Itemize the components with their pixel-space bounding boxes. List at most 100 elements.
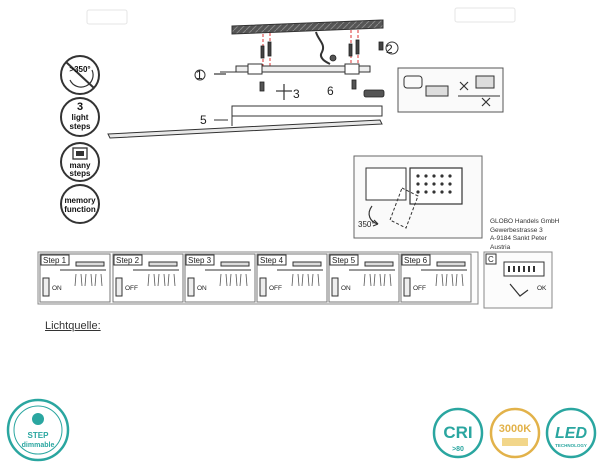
light-ray [219, 273, 222, 287]
light-ray [84, 273, 87, 287]
light-ray [379, 273, 382, 287]
light-ray [167, 273, 170, 287]
power-cable [315, 31, 331, 65]
feature-3-line-2: steps [70, 169, 91, 178]
light-ray [369, 273, 372, 287]
cri-badge: CRI >80 [432, 407, 484, 459]
led-sub: TECHNOLOGY [555, 443, 587, 448]
step-switch-state: OFF [125, 285, 138, 292]
light-ray [163, 273, 166, 287]
light-ray [311, 273, 314, 287]
step-label: Step 6 [404, 256, 428, 265]
light-ray [239, 273, 242, 287]
step-switch-state: OFF [269, 285, 282, 292]
step-panel: Step 4 OFF [256, 253, 328, 303]
step-switch-state: ON [52, 285, 62, 292]
light-ray [147, 273, 150, 287]
light-ray [363, 273, 366, 287]
mounting-bracket [220, 63, 371, 75]
light-source-label: Lichtquelle: [45, 320, 101, 332]
light-ray [435, 273, 438, 287]
feature-2-line-1: 3 [77, 101, 83, 113]
feature-4-line-2: function [64, 205, 96, 214]
feature-no-rotate-350-icon: >350° [60, 55, 100, 95]
reset-ok-label: OK [537, 285, 547, 292]
wall-switch-icon [259, 277, 267, 297]
step-label: Step 5 [332, 256, 356, 265]
rotation-diagram: 350° [353, 155, 483, 239]
callout-2-number: 2 [386, 42, 393, 56]
step-dimmable-icon [32, 413, 44, 425]
cri-sub: >80 [452, 446, 464, 453]
cri-main: CRI [443, 423, 472, 442]
callout-3-number: 3 [293, 87, 300, 101]
wall-switch-icon [115, 277, 123, 297]
wall-switch-icon [403, 277, 411, 297]
step-dimmable-line-1: STEP [28, 431, 50, 440]
step-lamp-icon [292, 261, 322, 267]
callout-2-ring [385, 41, 399, 55]
light-ray [173, 273, 176, 287]
step-panel: Step 6 OFF [400, 253, 472, 303]
manufacturer-address: GLOBO Handels GmbH Gewerbestrasse 3 A-91… [490, 218, 559, 252]
light-ray [317, 273, 320, 287]
feature-2-line-2: light [72, 113, 89, 122]
light-ray [445, 273, 448, 287]
callout-6-number: 6 [327, 84, 334, 98]
light-ray [74, 273, 77, 287]
wall-switch-icon [187, 277, 195, 297]
kelvin-main: 3000K [499, 423, 531, 435]
address-line-3: A-9184 Sankt Peter [490, 235, 547, 242]
light-ray [383, 273, 386, 287]
step-panel: Step 3 ON [184, 253, 256, 303]
ceiling-plank [231, 19, 384, 35]
light-ray [455, 273, 458, 287]
rotation-label: 350° [358, 220, 375, 229]
light-ray [373, 273, 376, 287]
callout-5-number: 5 [200, 113, 207, 127]
connector-detail-inset [397, 67, 504, 113]
step-strip: Step 1 ON Step 2 OFF Step 3 ON Step 4 OFF Step 5… [37, 251, 479, 305]
step-panel: Step 1 ON [39, 253, 111, 303]
step-lamp-icon [436, 261, 466, 267]
light-ray [90, 273, 93, 287]
wall-switch-icon [331, 277, 339, 297]
reset-panel-tag: C [488, 255, 494, 264]
light-ray [100, 273, 103, 287]
step-dimmable-badge: STEP dimmable [6, 398, 70, 462]
light-ray [441, 273, 444, 287]
connector-parts [259, 54, 385, 98]
step-label: Step 3 [188, 256, 212, 265]
callout-1-number: 1 [196, 68, 203, 82]
feature-4-line-1: memory [64, 196, 96, 205]
light-ray [307, 273, 310, 287]
step-panel: Step 5 ON [328, 253, 400, 303]
feature-memory-function-icon: memory function [60, 184, 100, 224]
step-label: Step 1 [43, 256, 67, 265]
light-ray [80, 273, 83, 287]
light-ray [297, 273, 300, 287]
light-ray [225, 273, 228, 287]
feature-1-label: >350° [69, 65, 90, 74]
address-line-1: GLOBO Handels GmbH [490, 218, 560, 225]
light-ray [229, 273, 232, 287]
screws-and-dowels [260, 39, 384, 59]
feature-many-steps-icon: many steps [60, 142, 100, 182]
step-label: Step 2 [116, 256, 140, 265]
step-switch-state: ON [341, 285, 351, 292]
led-badge: LED TECHNOLOGY [545, 407, 597, 459]
step-dimmable-line-2: dimmable [22, 442, 55, 449]
orientation-cross [214, 73, 292, 100]
light-ray [94, 273, 97, 287]
feature-2-line-3: steps [70, 122, 91, 131]
led-main: LED [555, 425, 587, 442]
step-label: Step 4 [260, 256, 284, 265]
step-switch-state: ON [197, 285, 207, 292]
step-lamp-icon [364, 261, 394, 267]
step-switch-state: OFF [413, 285, 426, 292]
step-panel: Step 2 OFF [112, 253, 184, 303]
light-ray [461, 273, 464, 287]
wall-switch-icon [42, 277, 50, 297]
